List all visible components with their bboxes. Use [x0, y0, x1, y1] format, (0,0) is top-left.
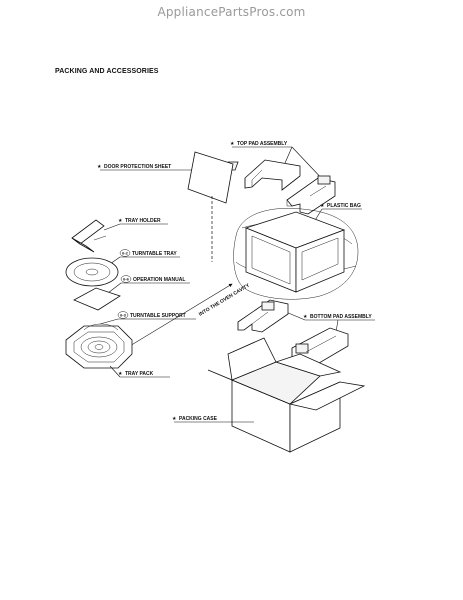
turntable-tray-label: TURNTABLE TRAY	[132, 251, 177, 257]
microwave-oven	[244, 211, 346, 293]
packing-case-label: PACKING CASE	[179, 416, 218, 422]
star-icon: ★	[97, 164, 102, 170]
watermark: AppliancePartsPros.com	[157, 5, 306, 19]
turntable-support-ref: 6-3	[120, 313, 127, 318]
plastic-bag-label: PLASTIC BAG	[327, 203, 361, 209]
operation-manual	[73, 287, 121, 311]
star-icon: ★	[172, 416, 177, 422]
operation-manual-ref: 6-6	[123, 277, 130, 282]
packing-case	[207, 337, 366, 453]
reference-circle	[119, 249, 131, 257]
star-icon: ★	[118, 218, 123, 224]
packing-case-callout: ★ PACKING CASE	[172, 416, 254, 423]
leader-line	[284, 146, 293, 164]
bottom-pad-left	[237, 299, 289, 333]
reference-circle	[120, 275, 132, 283]
leader-line	[109, 365, 121, 378]
top-pad-right	[286, 175, 336, 215]
door-protection-sheet-callout: ★ DOOR PROTECTION SHEET	[97, 164, 198, 171]
leader-line	[107, 282, 122, 294]
leader-line	[99, 318, 119, 325]
star-icon: ★	[230, 141, 235, 147]
turntable-support-label: TURNTABLE SUPPORT	[130, 313, 186, 319]
top-pad-left	[224, 159, 301, 191]
turntable-tray	[65, 257, 119, 287]
operation-manual-label: OPERATION MANUAL	[133, 277, 185, 283]
tray-pack	[65, 323, 133, 369]
top-pad-assembly-label: TOP PAD ASSEMBLY	[237, 141, 288, 147]
door-protection-sheet	[187, 151, 234, 204]
turntable-tray-callout: 6-2 TURNTABLE TRAY	[109, 249, 180, 265]
star-icon: ★	[118, 371, 123, 377]
tray-holder	[71, 219, 107, 253]
star-icon: ★	[320, 203, 325, 209]
tray-holder-callout: ★ TRAY HOLDER	[103, 218, 168, 231]
turntable-support-callout: 6-3 TURNTABLE SUPPORT	[99, 311, 196, 325]
tray-pack-label: TRAY PACK	[125, 371, 154, 377]
leader-line	[285, 311, 306, 321]
bottom-pad-assembly-label: BOTTOM PAD ASSEMBLY	[310, 314, 372, 320]
star-icon: ★	[303, 314, 308, 320]
tray-pack-callout: ★ TRAY PACK	[109, 365, 170, 378]
door-protection-sheet-label: DOOR PROTECTION SHEET	[104, 164, 171, 170]
operation-manual-callout: 6-6 OPERATION MANUAL	[107, 275, 190, 294]
leader-line	[103, 223, 121, 231]
plastic-bag-callout: ★ PLASTIC BAG	[313, 203, 362, 223]
page-title: PACKING AND ACCESSORIES	[55, 68, 159, 75]
reference-circle	[117, 311, 129, 319]
tray-holder-label: TRAY HOLDER	[125, 218, 161, 224]
turntable-tray-ref: 6-2	[122, 251, 129, 256]
